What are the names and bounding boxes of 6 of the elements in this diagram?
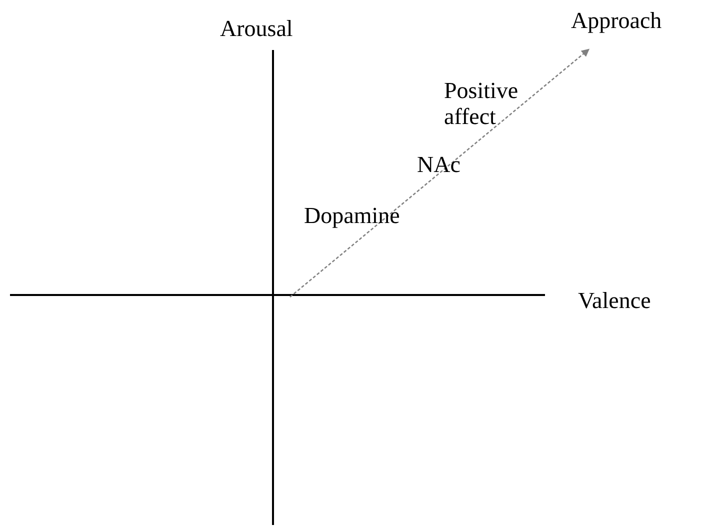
region-label: Dopamine [304, 203, 401, 229]
axis-label: Approach [571, 8, 663, 34]
region-label: Positive affect [444, 78, 520, 130]
region-label: NAc [417, 152, 462, 178]
axis-label: Arousal [220, 16, 294, 42]
axis-label: Valence [578, 288, 652, 314]
